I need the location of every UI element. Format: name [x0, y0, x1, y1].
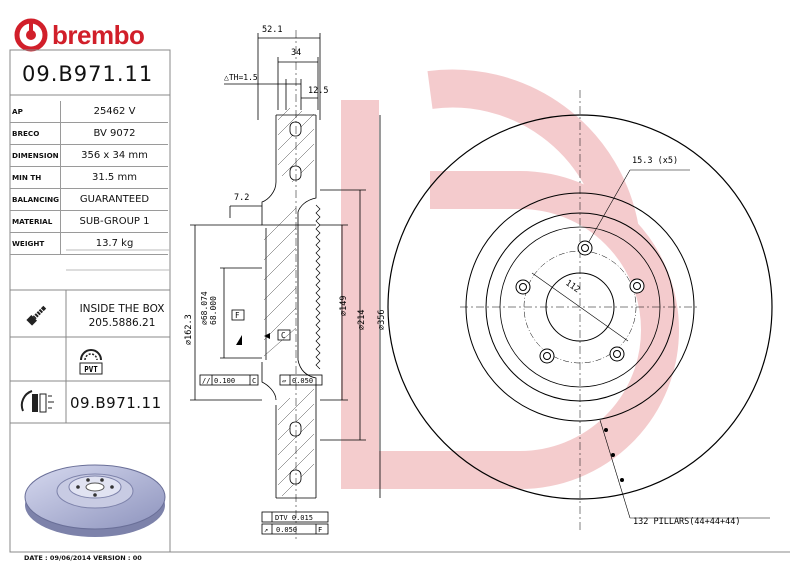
dim-pcd: 112	[563, 278, 581, 295]
pillars-label: 132 PILLARS(44+44+44)	[633, 517, 740, 527]
spec-value: 25462 V	[60, 101, 168, 123]
spec-key: AP	[10, 101, 61, 123]
pillar-marker	[604, 428, 608, 432]
brand-name: brembo	[52, 19, 145, 50]
footer-date-version: DATE : 09/06/2014 VERSION : 00	[24, 554, 142, 562]
spec-value: BV 9072	[60, 122, 168, 145]
parallelism-icon: //	[202, 377, 210, 385]
brembo-logo-icon	[14, 18, 48, 52]
dim-th: △TH=1.5	[224, 73, 258, 82]
spec-key: DIMENSION	[10, 144, 61, 167]
dim-dia-149: ⌀149	[339, 296, 349, 316]
tolerance-flatness: 0.050	[292, 377, 313, 385]
brand-logo: brembo	[14, 18, 145, 52]
dim-dia-68-lower: 68.000	[209, 296, 218, 325]
tolerance-runout-ref: F	[318, 526, 322, 534]
tolerance-dtv: DTV 0.015	[275, 514, 313, 522]
spec-key: WEIGHT	[10, 232, 61, 255]
tolerance-runout: 0.050	[276, 526, 297, 534]
runout-icon: ↗	[264, 526, 268, 534]
tolerance-parallelism-ref: C	[252, 377, 256, 385]
pvt-label: PVT	[84, 365, 98, 374]
dim-7: 7.2	[234, 193, 249, 203]
disc-profile-icon	[20, 390, 54, 413]
tolerance-parallelism: 0.100	[214, 377, 235, 385]
disc-outer-circle	[387, 114, 773, 500]
flatness-icon: ▱	[282, 377, 287, 385]
datum-f-label: F	[235, 311, 240, 320]
bolt-hole-inner	[633, 282, 641, 290]
dim-52: 52.1	[262, 25, 282, 35]
datum-c-label: C	[281, 331, 286, 340]
bolt-hole-inner	[543, 352, 551, 360]
disc-thumbnail	[24, 464, 166, 537]
inside-box-label: INSIDE THE BOX	[79, 303, 165, 315]
dim-holes: 15.3 (x5)	[632, 156, 678, 166]
pvt-icon: PVT	[79, 349, 103, 375]
spec-key: BRECO	[10, 122, 61, 145]
dim-dia-356: ⌀356	[377, 310, 387, 330]
bolt-hole-inner	[613, 350, 621, 358]
dim-dia-68-upper: ⌀68.074	[200, 291, 209, 325]
spec-key: MIN TH	[10, 166, 61, 189]
spec-value: SUB-GROUP 1	[60, 210, 168, 233]
dim-dia-214: ⌀214	[357, 310, 367, 330]
spec-key: BALANCING	[10, 188, 61, 211]
screw-icon	[26, 305, 47, 326]
spec-value: 356 x 34 mm	[60, 144, 168, 167]
pillar-marker	[620, 478, 624, 482]
spec-key: MATERIAL	[10, 210, 61, 233]
part-number-bottom: 09.B971.11	[70, 394, 162, 412]
bolt-hole-inner	[581, 244, 589, 252]
dim-dia-162: ⌀162.3	[184, 314, 194, 345]
dim-12: 12.5	[308, 86, 328, 96]
pillar-marker	[611, 453, 615, 457]
spec-value: GUARANTEED	[60, 188, 168, 211]
inside-box-code: 205.5886.21	[88, 317, 156, 329]
part-number: 09.B971.11	[22, 62, 154, 86]
spec-value: 31.5 mm	[60, 166, 168, 189]
dim-34: 34	[291, 48, 301, 58]
bolt-hole-inner	[519, 283, 527, 291]
spec-value: 13.7 kg	[60, 232, 168, 255]
